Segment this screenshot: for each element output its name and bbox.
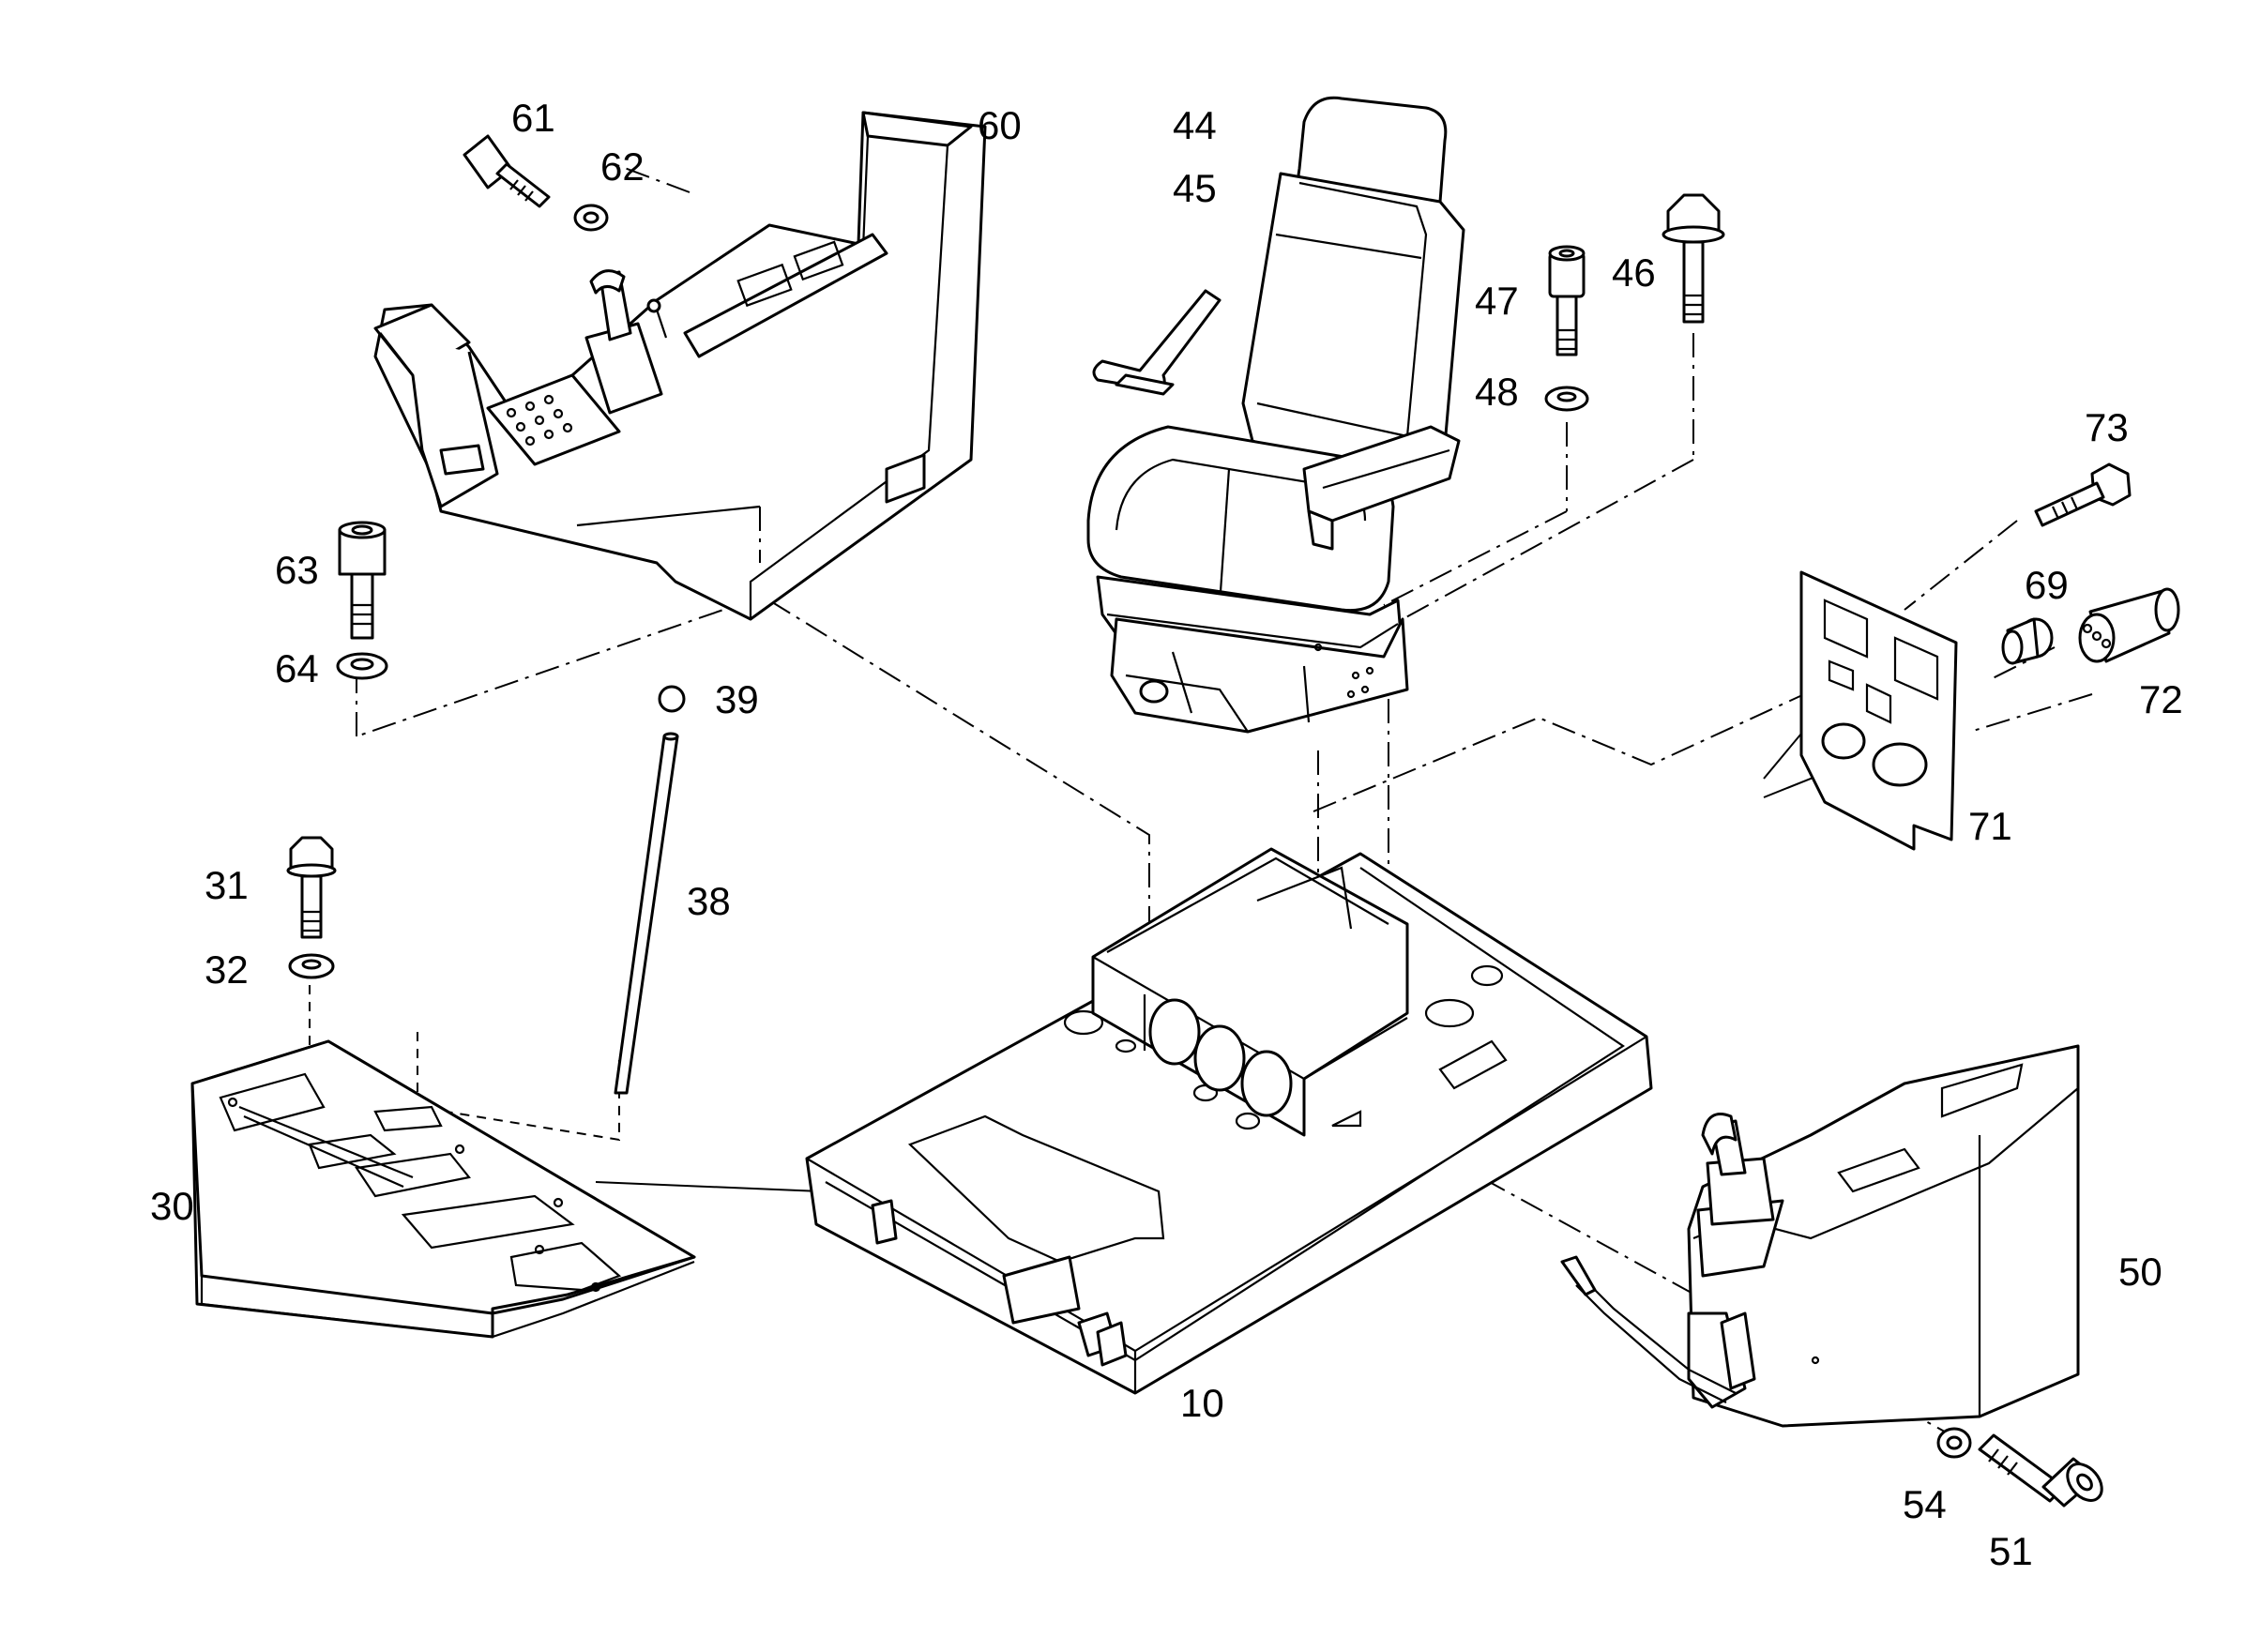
callout-62: 62 — [600, 144, 645, 189]
bolt-31 — [286, 836, 337, 939]
bushing-69 — [2001, 617, 2054, 665]
callout-10: 10 — [1180, 1381, 1224, 1425]
callout-50: 50 — [2118, 1250, 2162, 1294]
cab-floor-10 — [805, 852, 1653, 1395]
callout-60: 60 — [978, 103, 1022, 147]
rod-38 — [614, 732, 679, 1095]
washer-54 — [1936, 1427, 1972, 1459]
callout-47: 47 — [1475, 279, 1519, 323]
callout-46: 46 — [1612, 250, 1656, 295]
bolt-73 — [2034, 462, 2132, 527]
callout-72: 72 — [2139, 677, 2183, 721]
callout-71: 71 — [1968, 804, 2012, 848]
bolt-47 — [1548, 245, 1586, 356]
washer-32 — [288, 953, 335, 979]
operator-seat — [1086, 96, 1465, 734]
bolt-63 — [338, 521, 387, 640]
callout-38: 38 — [687, 879, 731, 923]
connector-72 — [2078, 587, 2180, 663]
callout-51: 51 — [1989, 1529, 2033, 1573]
bolt-51 — [1978, 1433, 2103, 1508]
left-control-console — [373, 111, 987, 621]
washer-62 — [573, 204, 609, 232]
callout-73: 73 — [2085, 405, 2129, 449]
callout-labels: 61 62 60 44 45 47 46 48 73 69 72 71 63 6… — [150, 96, 2183, 1573]
callout-39: 39 — [715, 677, 759, 721]
washer-48 — [1544, 386, 1589, 412]
callout-64: 64 — [275, 646, 319, 690]
callout-54: 54 — [1903, 1482, 1947, 1526]
callout-31: 31 — [205, 863, 249, 907]
callout-45: 45 — [1173, 166, 1217, 210]
ball-39 — [658, 685, 686, 713]
callout-30: 30 — [150, 1184, 194, 1228]
callout-69: 69 — [2025, 563, 2069, 607]
right-control-console — [1560, 1044, 2080, 1428]
mounting-plate-71 — [1799, 570, 1958, 851]
callout-32: 32 — [205, 947, 249, 992]
floor-plate-30 — [190, 1039, 696, 1339]
callout-48: 48 — [1475, 370, 1519, 414]
callout-44: 44 — [1173, 103, 1217, 147]
bolt-61 — [463, 134, 551, 208]
bolt-46 — [1662, 193, 1725, 324]
seat-base-box — [1091, 847, 1409, 1137]
washer-64 — [336, 652, 388, 680]
callout-61: 61 — [511, 96, 555, 140]
callout-63: 63 — [275, 548, 319, 592]
